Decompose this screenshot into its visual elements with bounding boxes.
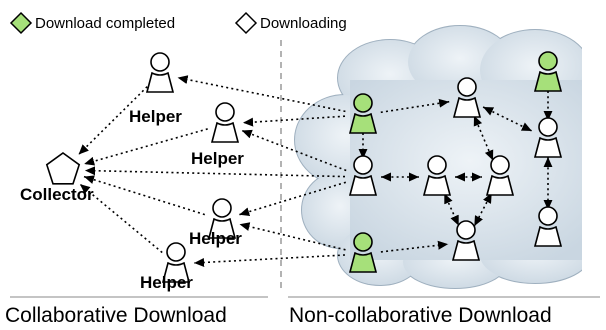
legend-downloading-diamond-icon <box>234 11 258 35</box>
helper-node-2-icon <box>210 102 240 143</box>
helper-label-3: Helper <box>189 229 242 248</box>
helper-label-2: Helper <box>191 149 244 168</box>
arrow-j-to-h4 <box>193 254 346 267</box>
legend-completed-label: Download completed <box>35 15 175 32</box>
helper-node-1-icon <box>145 52 175 93</box>
section-title-non-collaborative: Non-collaborative Download <box>289 304 552 327</box>
peer-node-a-icon <box>348 93 378 134</box>
peer-node-i-icon <box>451 220 481 261</box>
peer-node-e-icon <box>348 155 378 196</box>
section-title-collaborative: Collaborative Download <box>5 304 227 327</box>
peer-node-h-icon <box>533 206 563 247</box>
peer-node-c-icon <box>533 51 563 92</box>
legend: Download completed Downloading <box>9 11 347 35</box>
peer-node-b-icon <box>452 77 482 118</box>
peer-node-f-icon <box>422 155 452 196</box>
arrow-h2-to-collector <box>83 128 208 166</box>
collector-node-icon <box>45 152 81 185</box>
arrow-f-to-i <box>443 193 460 226</box>
arrow-b-to-d <box>482 106 533 132</box>
arrows <box>78 75 553 267</box>
arrow-h1-to-collector <box>78 86 148 156</box>
collector-label: Collector <box>20 185 94 204</box>
arrow-h3-to-collector <box>83 175 206 216</box>
helper-label-4: Helper <box>140 273 193 292</box>
cloud-fill <box>295 26 582 288</box>
helper-node-4-icon <box>161 242 191 283</box>
arrow-j-to-i <box>380 240 449 253</box>
peer-node-j-icon <box>348 232 378 273</box>
arrow-a-to-b <box>380 98 450 114</box>
peer-node-g-icon <box>485 155 515 196</box>
arrow-e-to-collector <box>84 166 346 178</box>
arrow-g-to-i <box>473 192 493 227</box>
legend-downloading-label: Downloading <box>260 15 347 32</box>
nodes <box>45 51 563 283</box>
helper-label-1: Helper <box>129 107 182 126</box>
arrow-a-to-h2 <box>242 115 346 127</box>
legend-completed-diamond-icon <box>9 11 33 35</box>
peer-node-d-icon <box>533 117 563 158</box>
arrow-h4-to-collector <box>79 183 163 254</box>
helper-node-3-icon <box>207 198 237 239</box>
